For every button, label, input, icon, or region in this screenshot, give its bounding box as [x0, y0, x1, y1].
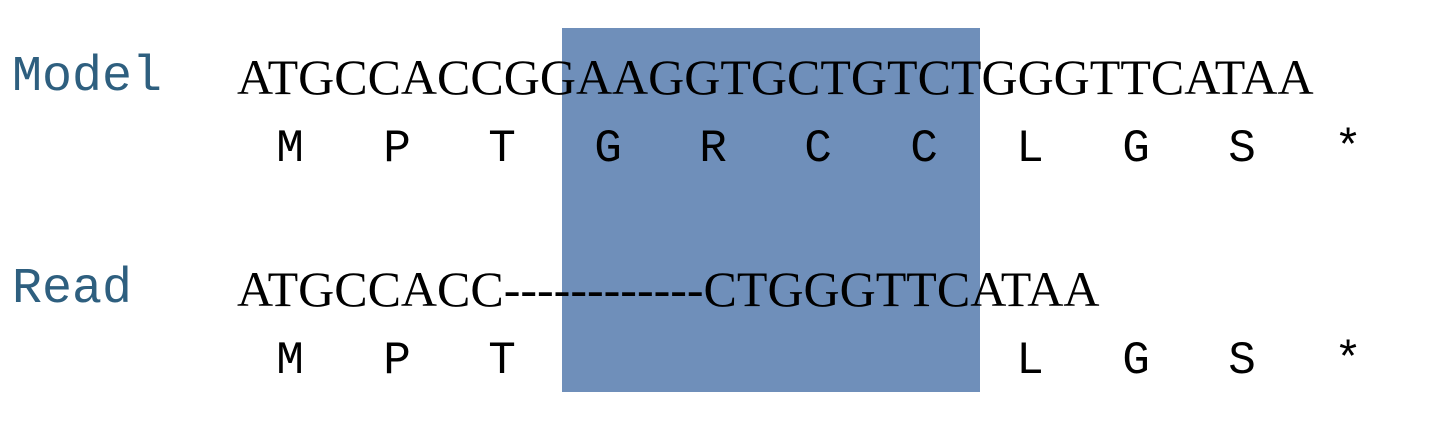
- deletion-highlight-box: [562, 28, 980, 392]
- read-sequence-prefix: ATGCCACC: [237, 261, 504, 317]
- model-amino-acid: C: [804, 123, 832, 175]
- model-amino-acid: R: [699, 123, 727, 175]
- read-amino-acid: G: [1122, 335, 1150, 387]
- model-amino-acid: G: [1122, 123, 1150, 175]
- model-label: Model: [12, 49, 163, 106]
- model-amino-acid: S: [1228, 123, 1256, 175]
- model-amino-acid: L: [1016, 123, 1044, 175]
- read-amino-acid: M: [276, 335, 304, 387]
- model-sequence-suffix: CTGGGTTCATAA: [917, 49, 1314, 105]
- read-amino-acid: *: [1334, 335, 1362, 387]
- read-amino-acid: P: [383, 335, 411, 387]
- read-sequence-suffix: CTGGGTTCATAA: [703, 261, 1100, 317]
- model-sequence: ATGCCACCGGAAGGTGCTGTCTGGGTTCATAA: [237, 52, 1314, 102]
- read-amino-acid: T: [488, 335, 516, 387]
- read-amino-acid: L: [1016, 335, 1044, 387]
- model-amino-acid: *: [1334, 123, 1362, 175]
- model-amino-acid: G: [594, 123, 622, 175]
- model-amino-acid: M: [276, 123, 304, 175]
- read-label: Read: [12, 261, 133, 318]
- model-amino-acid: T: [488, 123, 516, 175]
- model-amino-acid: C: [910, 123, 938, 175]
- read-sequence-gap: ------------: [503, 261, 704, 317]
- model-sequence-prefix: ATGCCACC: [237, 49, 504, 105]
- read-sequence: ATGCCACC------------CTGGGTTCATAA: [237, 264, 1100, 314]
- read-amino-acid: S: [1228, 335, 1256, 387]
- model-sequence-highlight: GGAAGGTGCTGT: [503, 49, 918, 105]
- model-amino-acid: P: [383, 123, 411, 175]
